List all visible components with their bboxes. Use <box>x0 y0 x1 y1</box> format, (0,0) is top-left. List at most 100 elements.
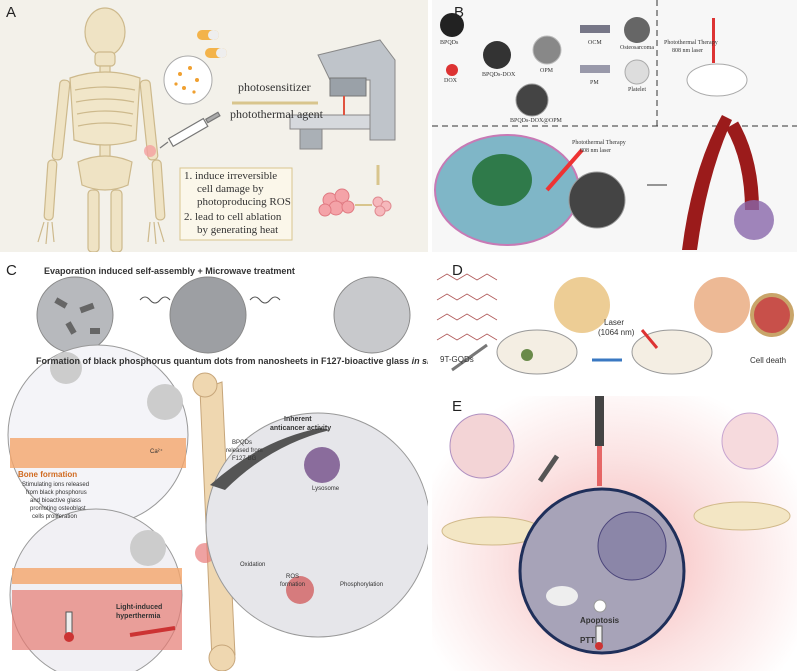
tumor-tissue <box>734 200 774 240</box>
dox-molecule <box>446 64 458 76</box>
bpqds-dox-opm-label: BPQDs-DOX@OPM <box>510 118 562 124</box>
osteosarcoma-cell <box>624 17 650 43</box>
ablated-cells-icon <box>372 196 392 217</box>
capsule-icon <box>197 30 227 58</box>
syringe-icon <box>159 111 221 149</box>
bpqds-released-2: released from <box>226 448 263 454</box>
panel-e-illustration <box>441 396 791 655</box>
panel-c: Evaporation induced self-assembly + Micr… <box>0 260 428 671</box>
ptt-mid-label-2: 808 nm laser <box>580 148 611 154</box>
bone-desc-3: and bioactive glass <box>30 498 82 504</box>
mouse-after <box>631 329 713 375</box>
laser-label-1: Laser <box>604 318 625 327</box>
apoptosis-label: Apoptosis <box>580 616 620 625</box>
cell-death-label: Cell death <box>750 356 787 365</box>
effect-box <box>179 167 293 241</box>
petri-dish-microwave <box>169 276 247 354</box>
calcium-label: Ca²⁺ <box>150 449 163 455</box>
laser-probe <box>595 396 604 446</box>
skeleton-illustration <box>37 7 166 252</box>
panel-d-illustration <box>436 273 794 375</box>
ptt-top-label-2: 808 nm laser <box>672 48 703 54</box>
ptt-label: PTT <box>580 636 596 645</box>
effect-point-2b: by generating heat <box>197 224 279 236</box>
panel-a-illustration <box>37 7 396 252</box>
cancer-cells-icon <box>318 188 355 217</box>
phosphorylation-label: Phosphorylation <box>340 582 384 588</box>
ros-label-2: formation <box>280 582 306 588</box>
formation-subtitle-main: Formation of black phosphorus quantum do… <box>36 356 412 366</box>
particle-sphere <box>147 384 183 420</box>
mouse-illustration <box>686 63 748 97</box>
bpqds-label: BPQDs <box>440 40 459 46</box>
effect-point-1b: cell damage by <box>197 183 264 195</box>
dead-cell-icon <box>750 293 794 337</box>
inherent-label-2: anticancer activity <box>270 425 332 432</box>
tumor-zoom-after <box>694 277 750 333</box>
platelet-cell <box>624 59 650 85</box>
dox-label: DOX <box>444 78 457 84</box>
bone-desc-4: promoting osteoblast <box>30 506 86 512</box>
panel-e-label: E <box>452 398 463 415</box>
platelet-label: Platelet <box>628 87 646 93</box>
opm-label: OPM <box>540 68 554 74</box>
bone-desc-5: cells proliferation <box>32 514 78 520</box>
effect-point-1a: 1. induce irreversible <box>184 170 278 182</box>
panel-d-label: D <box>452 262 463 279</box>
bpqds-released-3: F127-BG <box>232 456 257 462</box>
opm-particle <box>532 35 562 65</box>
ptt-mid-label-1: Photothermal Therapy <box>572 140 626 146</box>
petri-dish-quantum-dots <box>333 276 411 354</box>
panel-a-label: A <box>6 4 17 21</box>
ocm-label: OCM <box>588 40 602 46</box>
blood-vessel <box>682 115 732 250</box>
syringe-d <box>451 343 488 372</box>
laser-label-2: (1064 nm) <box>598 328 635 337</box>
panel-c-illustration <box>7 276 428 671</box>
bpqds-dox-label: BPQDs-DOX <box>482 72 516 78</box>
panel-c-label: C <box>6 262 17 279</box>
nanoparticle-large <box>568 171 626 229</box>
anticancer-inset <box>205 412 428 638</box>
bpqds-dox-opm-particle <box>515 83 549 117</box>
apoptosis-icon <box>593 599 607 613</box>
oxidation-label: Oxidation <box>240 562 266 568</box>
ros-label-1: ROS <box>286 574 300 580</box>
bpqds-released-1: BPQDs <box>232 440 253 446</box>
radiotherapy-machine-illustration <box>289 39 396 150</box>
petri-dish-nanosheets <box>36 276 114 354</box>
panel-a: photosensitizer photothermal agent 1. in… <box>0 0 428 252</box>
panel-b-label: B <box>454 4 465 21</box>
formation-subtitle: Formation of black phosphorus quantum do… <box>36 356 428 366</box>
nucleus <box>472 154 532 206</box>
ocm-membrane <box>580 25 610 33</box>
light-induced-label-2: hyperthermia <box>116 613 161 620</box>
bpqds-dox-particle <box>483 41 511 69</box>
bone-formation-label: Bone formation <box>18 470 78 479</box>
mouse-before <box>496 329 578 375</box>
thermometer-icon <box>65 611 73 635</box>
photosensitizer-label: photosensitizer <box>238 80 311 94</box>
panel-e: Apoptosis PTT <box>432 396 797 671</box>
drug-inset-circle <box>163 55 213 105</box>
ablated-cells-inset <box>721 412 779 470</box>
pm-membrane <box>580 65 610 73</box>
panel-b-illustration <box>432 0 797 250</box>
cell-cluster-inset <box>449 413 515 479</box>
gqds-label: 9T-GQDs <box>440 355 474 364</box>
vesicle <box>546 586 578 606</box>
effect-point-1c: photoproducing ROS <box>197 196 291 208</box>
bone-desc-2: from black phosphorus <box>26 490 87 496</box>
pm-label: PM <box>590 80 599 86</box>
graphene-lattice <box>436 273 498 341</box>
ptt-top-label-1: Photothermal Therapy <box>664 40 718 46</box>
bpqd-particle <box>440 13 464 37</box>
light-induced-label-1: Light-induced <box>116 604 163 611</box>
panel-d: 9T-GQDs Laser (1064 nm) Cell death <box>432 260 797 390</box>
tumor-site-marker <box>144 145 156 157</box>
laser-beam <box>712 18 715 63</box>
lysosome-icon <box>304 447 340 483</box>
formation-subtitle-italic: in situ <box>411 356 428 366</box>
nucleus-e <box>597 511 667 581</box>
petri-dish-right <box>693 501 791 531</box>
